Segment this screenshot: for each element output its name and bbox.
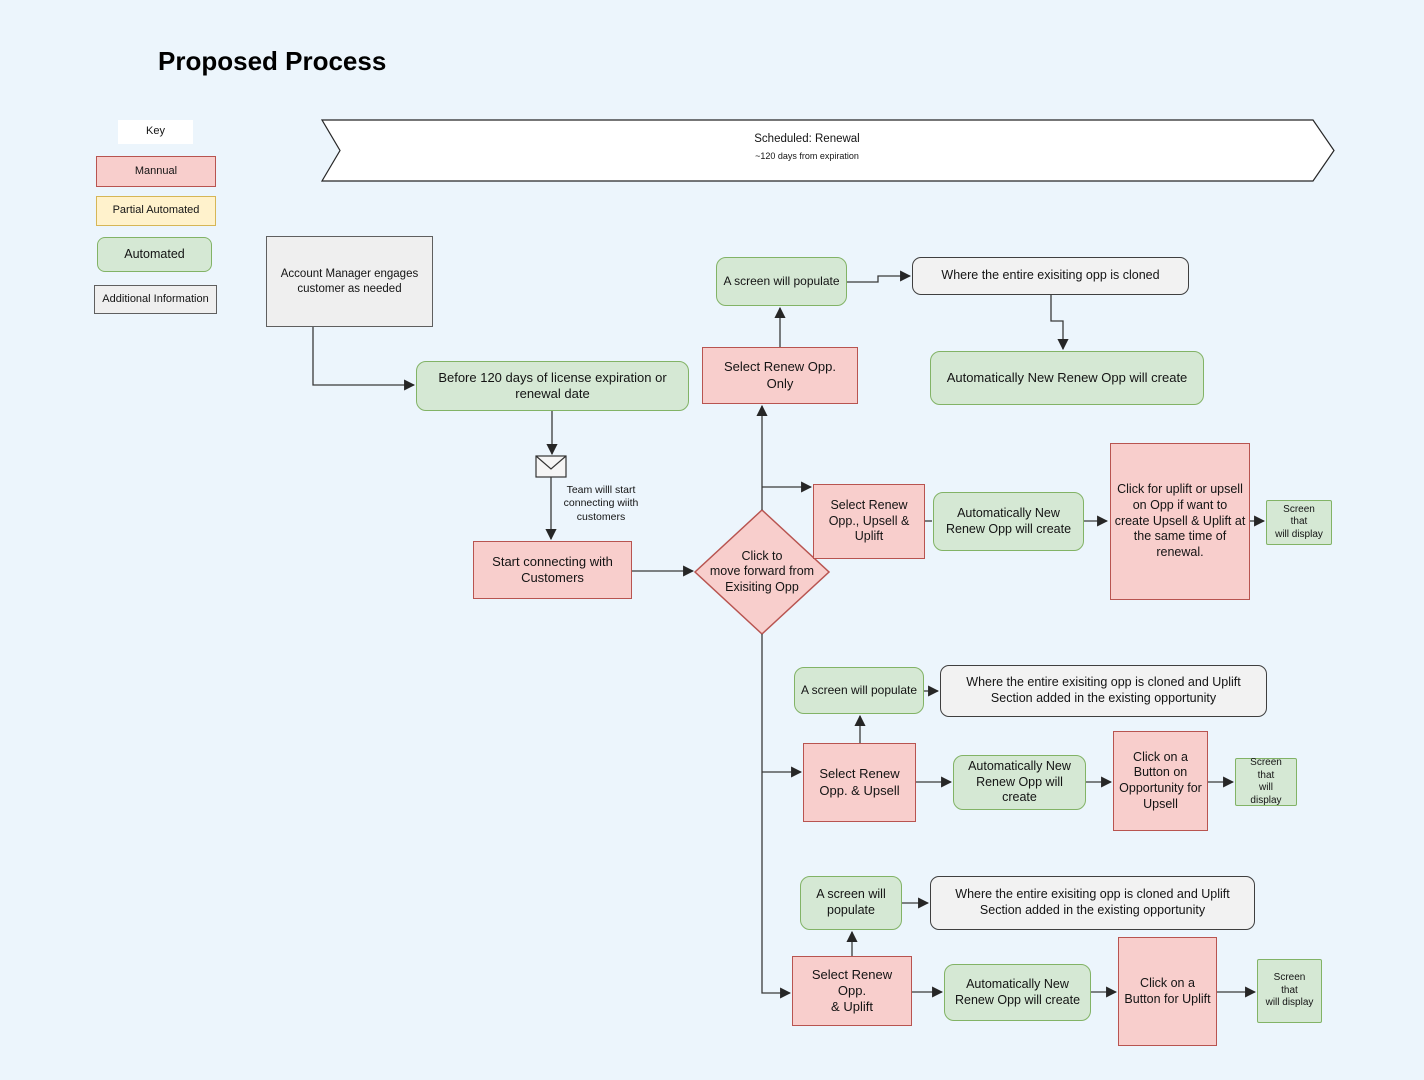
key-item-partial-automated: Partial Automated [96, 196, 216, 226]
node-click-for-uplift-upsell: Click for uplift or upsell on Opp if wan… [1110, 443, 1250, 600]
connectors [312, 270, 1266, 999]
banner-title: Scheduled: Renewal [754, 132, 860, 145]
node-screen-populate-renew: A screen will populate [716, 257, 847, 306]
connector-cloned1-to-autocreate1 [1050, 295, 1069, 351]
node-decision-label: Click to move forward from Exisiting Opp [709, 548, 815, 594]
node-screen-display-upsell: Screen that will display [1235, 757, 1297, 806]
node-auto-create-all: Automatically New Renew Opp will create [933, 492, 1084, 551]
node-screen-display-uplift: Screen that will display [1257, 959, 1322, 1023]
node-screen-populate-upsell: A screen will populate [794, 667, 924, 714]
label-team-note: Team willl start connecting wiith custom… [563, 483, 639, 523]
node-cloned-uplift: Where the entire exisiting opp is cloned… [930, 876, 1255, 930]
node-account-manager: Account Manager engages customer as need… [266, 236, 433, 327]
node-click-button-uplift: Click on a Button for Uplift [1118, 937, 1217, 1046]
page-title: Proposed Process [158, 46, 387, 76]
connector-decision-to-selectuplift [761, 634, 792, 999]
node-cloned-upsell: Where the entire exisiting opp is cloned… [940, 665, 1267, 717]
connector-screen1-to-cloned1 [847, 270, 912, 283]
node-select-renew-uplift: Select Renew Opp. & Uplift [792, 956, 912, 1026]
node-screen-populate-uplift: A screen will populate [800, 876, 902, 930]
node-start-connecting: Start connecting with Customers [473, 541, 632, 599]
key-title: Key [118, 120, 193, 144]
node-select-renew-only: Select Renew Opp. Only [702, 347, 858, 404]
banner-subtitle: ~120 days from expiration [755, 150, 859, 161]
key-item-automated: Automated [97, 237, 212, 272]
node-select-renew-upsell: Select Renew Opp. & Upsell [803, 743, 916, 822]
node-click-button-upsell: Click on a Button on Opportunity for Ups… [1113, 731, 1208, 831]
node-auto-create-uplift: Automatically New Renew Opp will create [944, 964, 1091, 1021]
envelope-icon [535, 455, 567, 478]
key-item-additional-information: Additional Information [94, 285, 217, 314]
node-auto-create-upsell: Automatically New Renew Opp will create [953, 755, 1086, 810]
key-item-manual: Mannual [96, 156, 216, 187]
node-auto-create-renew: Automatically New Renew Opp will create [930, 351, 1204, 405]
banner-ribbon-shape [320, 119, 1335, 182]
node-select-renew-upsell-uplift: Select Renew Opp., Upsell & Uplift [813, 484, 925, 559]
node-screen-display-all: Screen that will display [1266, 500, 1332, 545]
node-before-120-days: Before 120 days of license expiration or… [416, 361, 689, 411]
connector-am-to-before120 [312, 327, 416, 391]
node-cloned-renew: Where the entire exisiting opp is cloned [912, 257, 1189, 295]
